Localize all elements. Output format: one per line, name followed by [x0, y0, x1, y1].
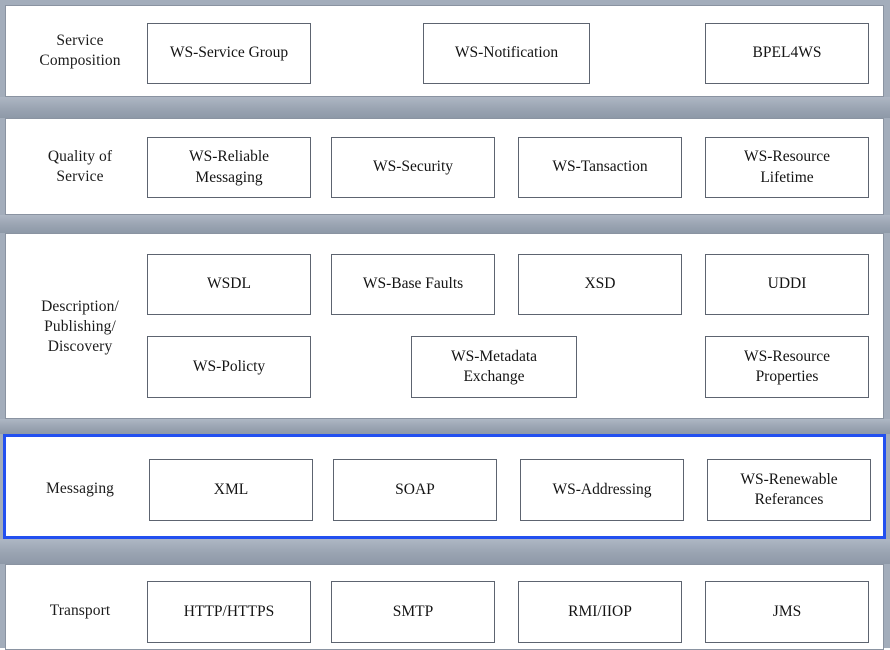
- layer-divider: [0, 215, 890, 233]
- spec-box-label: WS-Base Faults: [362, 275, 464, 293]
- layer-divider: [0, 97, 890, 118]
- spec-box-ws-security[interactable]: WS-Security: [331, 137, 495, 198]
- spec-box-jms[interactable]: JMS: [705, 581, 869, 643]
- layer-quality-of-service: Quality of Service WS-Reliable Messaging…: [5, 118, 884, 215]
- spec-box-label: Lifetime: [760, 168, 814, 186]
- layer-label-line: Messaging: [45, 480, 115, 497]
- layer-label-messaging: Messaging: [14, 479, 146, 499]
- spec-box-label: WS-Addressing: [552, 480, 652, 498]
- layer-label-line: Service: [56, 32, 104, 49]
- spec-box-label: WS-Policty: [192, 357, 266, 375]
- spec-box-label: WS-Reliable: [188, 148, 270, 166]
- spec-box-label: WS-Notification: [454, 44, 559, 62]
- spec-box-label: Messaging: [195, 168, 263, 186]
- layer-label-line: Description/: [41, 298, 119, 315]
- spec-box-label: WS-Metadata: [450, 347, 538, 365]
- spec-box-ws-renewable-referances[interactable]: WS-Renewable Referances: [707, 459, 871, 521]
- spec-box-label: HTTP/HTTPS: [183, 602, 275, 620]
- spec-box-label: WS-Renewable: [740, 470, 838, 488]
- layer-label-transport: Transport: [14, 601, 146, 621]
- spec-box-ws-tansaction[interactable]: WS-Tansaction: [518, 137, 682, 198]
- spec-box-label: XML: [213, 480, 249, 498]
- layer-label-service-composition: Service Composition: [14, 31, 146, 71]
- layer-divider: [0, 539, 890, 564]
- spec-box-label: WS-Security: [372, 158, 454, 176]
- spec-box-label: WS-Tansaction: [552, 158, 648, 176]
- spec-box-label: RMI/IIOP: [568, 602, 632, 620]
- spec-box-soap[interactable]: SOAP: [333, 459, 497, 521]
- spec-box-ws-base-faults[interactable]: WS-Base Faults: [331, 254, 495, 315]
- spec-box-label: XSD: [584, 275, 616, 293]
- spec-box-label: SOAP: [395, 480, 435, 498]
- spec-box-xml[interactable]: XML: [149, 459, 313, 521]
- spec-box-bpel4ws[interactable]: BPEL4WS: [705, 23, 869, 84]
- layer-label-line: Composition: [39, 51, 121, 69]
- spec-box-uddi[interactable]: UDDI: [705, 254, 869, 315]
- spec-box-ws-resource-properties[interactable]: WS-Resource Properties: [705, 336, 869, 398]
- spec-box-label: Properties: [755, 368, 819, 385]
- spec-box-ws-addressing[interactable]: WS-Addressing: [520, 459, 684, 521]
- spec-box-http-https[interactable]: HTTP/HTTPS: [147, 581, 311, 643]
- spec-box-xsd[interactable]: XSD: [518, 254, 682, 315]
- layer-description-publishing-discovery: Description/ Publishing/ Discovery WSDL …: [5, 233, 884, 419]
- layer-label-line: Transport: [49, 602, 111, 619]
- layer-messaging: Messaging XML SOAP WS-Addressing WS-Rene…: [3, 434, 886, 539]
- spec-box-label: Referances: [754, 491, 824, 508]
- layer-label-line: Service: [56, 167, 104, 185]
- spec-box-label: JMS: [772, 602, 802, 620]
- spec-box-ws-policty[interactable]: WS-Policty: [147, 336, 311, 398]
- layer-service-composition: Service Composition WS-Service Group WS-…: [5, 5, 884, 97]
- spec-box-label: WS-Resource: [743, 347, 831, 365]
- spec-box-ws-metadata-exchange[interactable]: WS-Metadata Exchange: [411, 336, 577, 398]
- spec-box-label: UDDI: [767, 275, 807, 293]
- spec-box-label: WSDL: [207, 275, 251, 293]
- spec-box-smtp[interactable]: SMTP: [331, 581, 495, 643]
- layer-label-line: Publishing/: [44, 317, 116, 335]
- layer-label-description-publishing-discovery: Description/ Publishing/ Discovery: [14, 297, 146, 356]
- spec-box-rmi-iiop[interactable]: RMI/IIOP: [518, 581, 682, 643]
- layer-label-quality-of-service: Quality of Service: [14, 147, 146, 187]
- spec-box-ws-service-group[interactable]: WS-Service Group: [147, 23, 311, 84]
- spec-box-ws-resource-lifetime[interactable]: WS-Resource Lifetime: [705, 137, 869, 198]
- spec-box-label: BPEL4WS: [752, 44, 822, 62]
- layer-transport: Transport HTTP/HTTPS SMTP RMI/IIOP JMS: [5, 564, 884, 650]
- layer-label-line: Quality of: [47, 148, 113, 165]
- spec-box-ws-notification[interactable]: WS-Notification: [423, 23, 590, 84]
- spec-box-ws-reliable-messaging[interactable]: WS-Reliable Messaging: [147, 137, 311, 198]
- spec-box-label: WS-Resource: [743, 148, 831, 166]
- spec-box-label: WS-Service Group: [169, 44, 289, 62]
- spec-box-label: Exchange: [463, 368, 525, 385]
- spec-box-wsdl[interactable]: WSDL: [147, 254, 311, 315]
- spec-box-label: SMTP: [392, 602, 434, 620]
- layer-divider: [0, 419, 890, 434]
- layer-label-line: Discovery: [47, 337, 113, 355]
